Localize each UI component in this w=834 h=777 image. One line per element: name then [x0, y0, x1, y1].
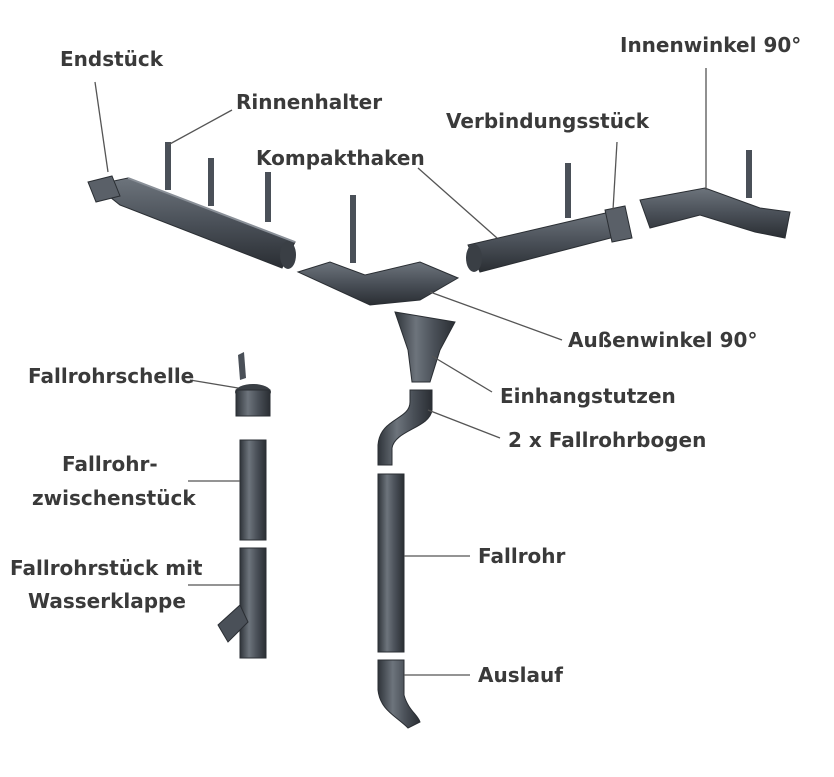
leader-lines — [94, 68, 707, 676]
downpipe-outlet — [377, 659, 421, 729]
leader-einhangstutzen — [431, 355, 493, 393]
label-aussenwinkel: Außenwinkel 90° — [568, 328, 757, 352]
leader-verbindungsstueck — [612, 141, 618, 211]
pipe-intermediate — [239, 439, 267, 541]
label-auslauf: Auslauf — [478, 663, 563, 687]
connector-piece — [604, 205, 633, 243]
gutter-brackets-left — [165, 142, 271, 222]
label-endstueck: Endstück — [60, 47, 164, 71]
outlet-nozzle — [394, 311, 456, 383]
leader-aussenwinkel — [429, 291, 563, 341]
label-zwischenstueck-line1: Fallrohr- — [62, 452, 158, 476]
label-einhangstutzen: Einhangstutzen — [500, 384, 676, 408]
label-fallrohrschelle: Fallrohrschelle — [28, 364, 194, 388]
downpipe — [377, 473, 405, 653]
gutter-right — [466, 163, 623, 273]
label-wasserklappe-line1: Fallrohrstück mit — [10, 556, 203, 580]
gutter-left — [93, 177, 296, 269]
label-zwischenstueck-line2: zwischenstück — [32, 486, 196, 510]
label-rinnenhalter: Rinnenhalter — [236, 90, 382, 114]
leader-endstueck — [94, 81, 109, 173]
pipe-water-flap — [217, 547, 267, 659]
label-kompakthaken: Kompakthaken — [256, 146, 425, 170]
label-wasserklappe-line2: Wasserklappe — [28, 589, 186, 613]
inner-corner-90 — [639, 150, 791, 239]
pipe-bend — [377, 389, 433, 466]
label-fallrohr: Fallrohr — [478, 544, 566, 568]
leader-fallrohrbogen — [427, 409, 501, 439]
leader-rinnenhalter — [167, 109, 233, 146]
outer-corner-90 — [296, 195, 460, 306]
label-verbindungsstueck: Verbindungsstück — [446, 109, 650, 133]
end-cap-left — [87, 175, 121, 203]
label-fallrohrbogen: 2 x Fallrohrbogen — [508, 428, 706, 452]
leader-fallrohrschelle — [189, 379, 239, 389]
pipe-clamp — [235, 352, 271, 417]
leader-kompakthaken — [417, 167, 498, 239]
label-innenwinkel: Innenwinkel 90° — [620, 33, 801, 57]
